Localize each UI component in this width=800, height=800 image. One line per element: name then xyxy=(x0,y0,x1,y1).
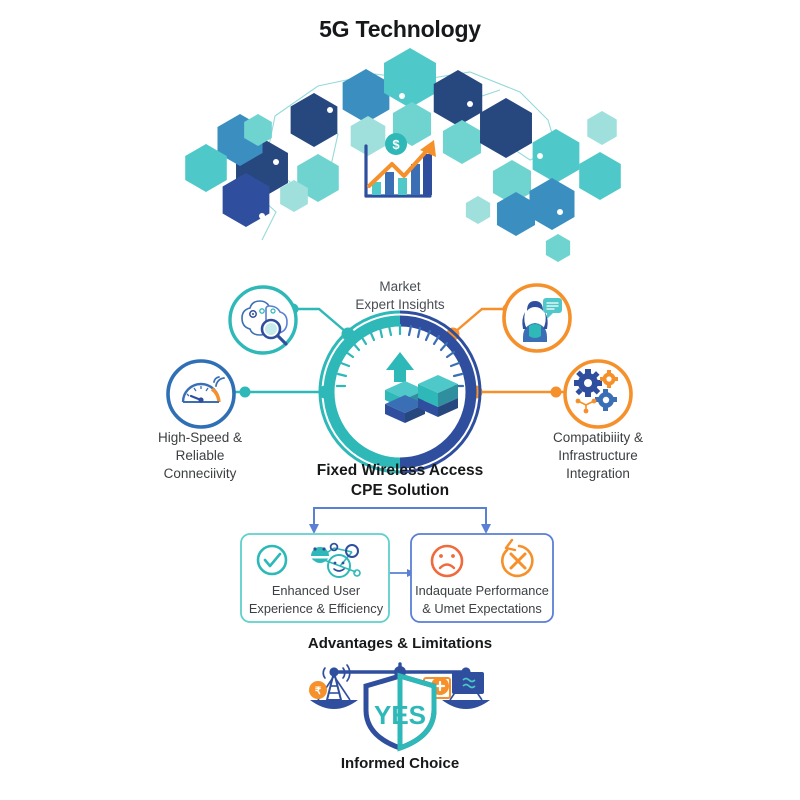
node-high-speed-connectivity[interactable] xyxy=(166,359,236,429)
right-label-line3: Integration xyxy=(566,465,630,481)
limitations-label-line2: & Umet Expectations xyxy=(422,600,542,616)
svg-text:$: $ xyxy=(392,137,400,152)
sad-face-icon xyxy=(430,544,464,578)
left-label-line2: Reliable xyxy=(175,447,225,463)
hub-inner-ring xyxy=(323,315,477,469)
connector-left-bottom xyxy=(232,385,332,399)
node-expert-consultation[interactable] xyxy=(502,283,572,353)
hex-cluster-left xyxy=(185,69,390,227)
hub-outer-ring xyxy=(318,310,482,474)
hex-cluster-right xyxy=(465,98,621,262)
server-stack-icon xyxy=(385,375,458,423)
page-title: 5G Technology xyxy=(319,16,481,42)
advantages-caption: Advantages & Limitations xyxy=(307,635,493,652)
hex-cluster-top xyxy=(350,48,483,164)
svg-text:₹: ₹ xyxy=(315,686,322,697)
speedometer-wifi-icon xyxy=(181,376,225,403)
radiating-ticks-icon xyxy=(335,323,465,388)
left-label-line3: Conneciivity xyxy=(163,465,237,481)
right-label-line1: Compatibiiity & xyxy=(552,430,644,445)
advantages-label-line2: Experience & Efficiency xyxy=(248,600,384,616)
x-circle-icon xyxy=(501,538,534,578)
hub-top-label: Market Expert Insights xyxy=(300,278,500,314)
hex-network-dots xyxy=(259,93,563,219)
outcome-bracket-arrows xyxy=(309,507,491,534)
check-circle-icon xyxy=(256,544,288,576)
informed-choice-caption: Informed Choice xyxy=(340,755,460,772)
gears-icon xyxy=(574,369,618,414)
shield-text: YES xyxy=(374,700,426,730)
upload-arrow-icon xyxy=(386,352,414,382)
hub-bottom-label: Fixed Wireless Access CPE Solution xyxy=(280,461,520,501)
smiley-network-icon xyxy=(310,542,361,578)
hex-network-lines xyxy=(249,71,573,241)
node-label-high-speed-connectivity: High-Speed & Reliable Conneciivity xyxy=(125,429,275,482)
limitations-box-label: Indaquate Performance & Umet Expectation… xyxy=(407,582,557,617)
node-compatibility-integration[interactable] xyxy=(563,359,633,429)
dollar-coin-icon: $ xyxy=(385,133,407,155)
hub-bottom-label-line1: Fixed Wireless Access xyxy=(316,462,484,479)
balance-scale-icon xyxy=(310,662,490,709)
bar-chart-icon xyxy=(364,144,432,198)
advantages-box-label: Enhanced User Experience & Efficiency xyxy=(241,582,391,617)
support-agent-chat-icon xyxy=(522,298,562,342)
cell-tower-icon: ₹ xyxy=(309,664,351,701)
brain-magnifier-icon xyxy=(241,300,288,346)
limitations-label-line1: Indaquate Performance xyxy=(415,583,549,598)
laptop-icon xyxy=(423,672,484,699)
right-label-line2: Infrastructure xyxy=(558,447,638,463)
hub-top-label-line2: Expert Insights xyxy=(355,296,445,312)
smiley-face-left-icon xyxy=(310,547,330,563)
hub-bottom-label-line2: CPE Solution xyxy=(350,481,450,499)
between-boxes-arrow xyxy=(388,569,416,577)
node-label-compatibility-integration: Compatibiiity & Infrastructure Integrati… xyxy=(522,429,674,482)
left-label-line1: High-Speed & xyxy=(157,430,243,445)
node-market-expert-insights[interactable] xyxy=(228,285,298,355)
connector-right-bottom xyxy=(469,385,568,399)
advantages-label-line1: Enhanced User xyxy=(271,583,361,598)
shield-icon: YES xyxy=(363,672,437,752)
growth-arrow-icon xyxy=(367,140,436,188)
hub-top-label-line1: Market xyxy=(379,279,421,294)
